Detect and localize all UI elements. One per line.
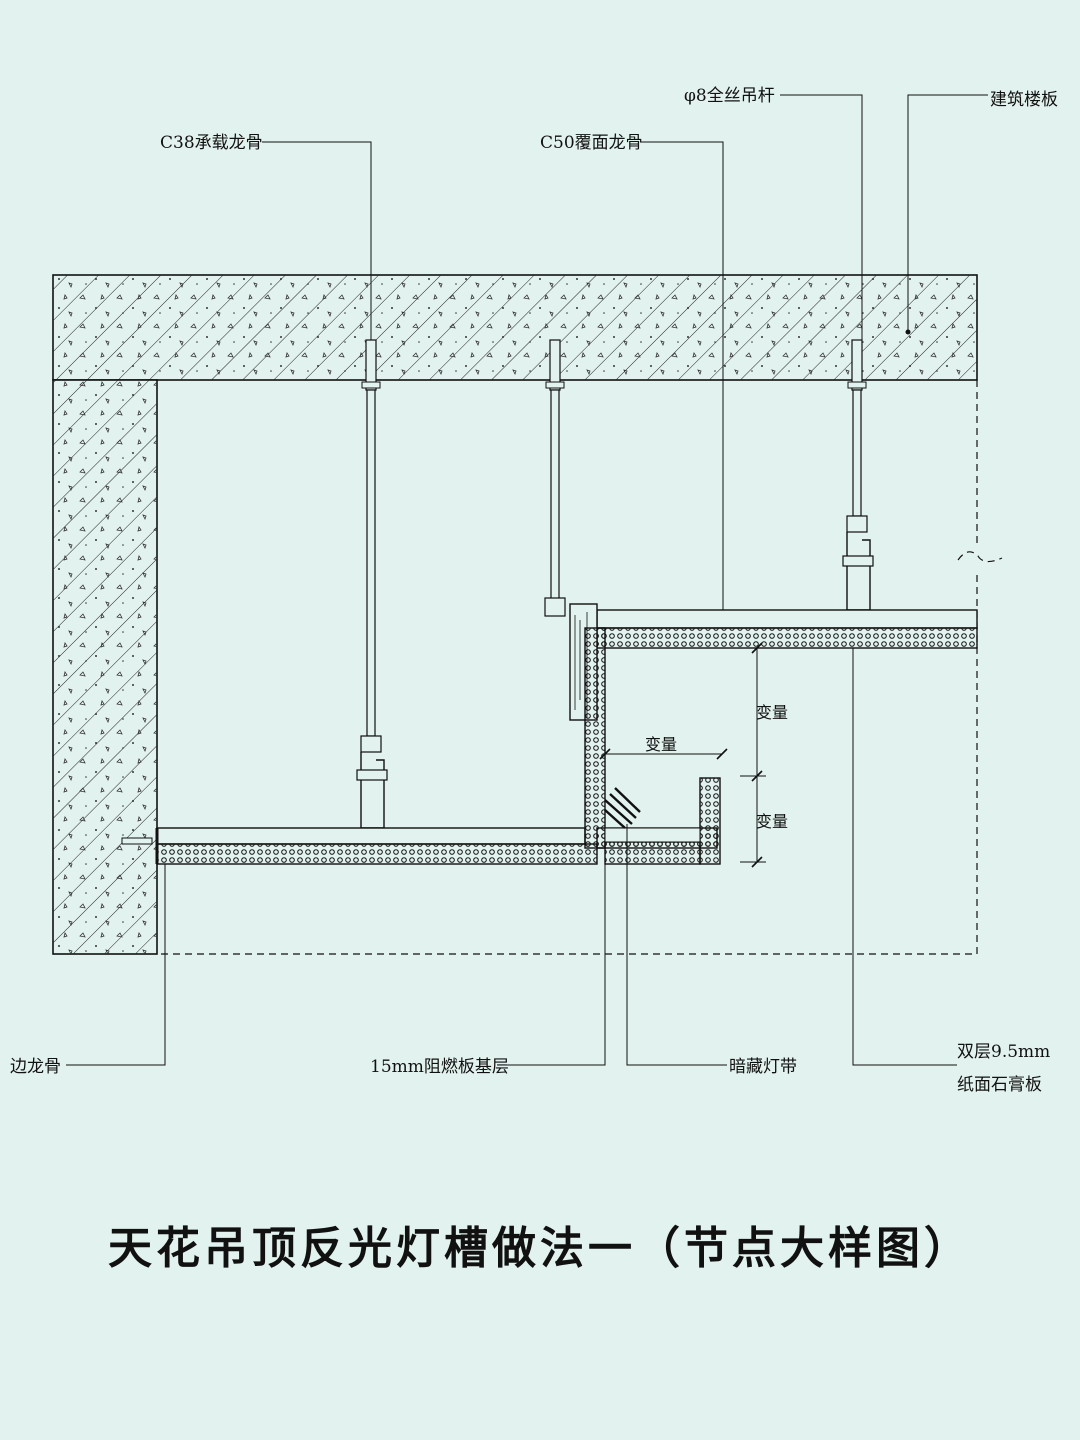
hanger-rod-2: [544, 339, 566, 617]
dimensions: [599, 642, 766, 868]
upper-ceiling: [596, 609, 978, 649]
c50-keel-upper: [596, 609, 978, 629]
lower-ceiling: [121, 827, 598, 865]
label-gypsum-line2: 纸面石膏板: [957, 1074, 1042, 1095]
page-title: 天花吊顶反光灯槽做法一（节点大样图）: [108, 1223, 972, 1274]
leader-lines: [66, 94, 988, 1066]
gypsum-lower: [156, 843, 598, 865]
labels: C38承载龙骨 C50覆面龙骨 φ8全丝吊杆 建筑楼板 边龙骨 15mm阻燃板基…: [10, 86, 1058, 1095]
label-gypsum-line1: 双层9.5mm: [957, 1042, 1050, 1062]
hanger-rod-1: [356, 339, 388, 829]
label-variable-upper: 变量: [756, 703, 788, 722]
label-edge-keel: 边龙骨: [10, 1057, 61, 1077]
led-strip: [604, 787, 641, 829]
label-15mm-board: 15mm阻燃板基层: [370, 1057, 509, 1077]
trough-inner-base: [604, 827, 701, 843]
wall-anchor: [121, 837, 153, 845]
c50-keel-lower: [156, 827, 586, 845]
trough-lip: [699, 777, 721, 865]
label-c38-carrier-keel: C38承载龙骨: [160, 133, 263, 153]
label-variable-horizontal: 变量: [645, 735, 677, 754]
trough-side-gypsum: [584, 627, 606, 849]
label-c50-cover-keel: C50覆面龙骨: [540, 133, 643, 153]
label-variable-lower: 变量: [756, 812, 788, 831]
hanger-rods: [356, 339, 874, 829]
label-building-slab: 建筑楼板: [990, 90, 1058, 110]
gypsum-upper: [596, 627, 978, 649]
label-phi8-rod: φ8全丝吊杆: [684, 86, 775, 106]
label-hidden-led: 暗藏灯带: [729, 1057, 797, 1077]
break-line: [157, 380, 1003, 955]
structure: [52, 274, 1003, 955]
ceiling-detail-drawing: C38承载龙骨 C50覆面龙骨 φ8全丝吊杆 建筑楼板 边龙骨 15mm阻燃板基…: [10, 86, 1058, 1095]
hanger-rod-3: [842, 339, 874, 611]
